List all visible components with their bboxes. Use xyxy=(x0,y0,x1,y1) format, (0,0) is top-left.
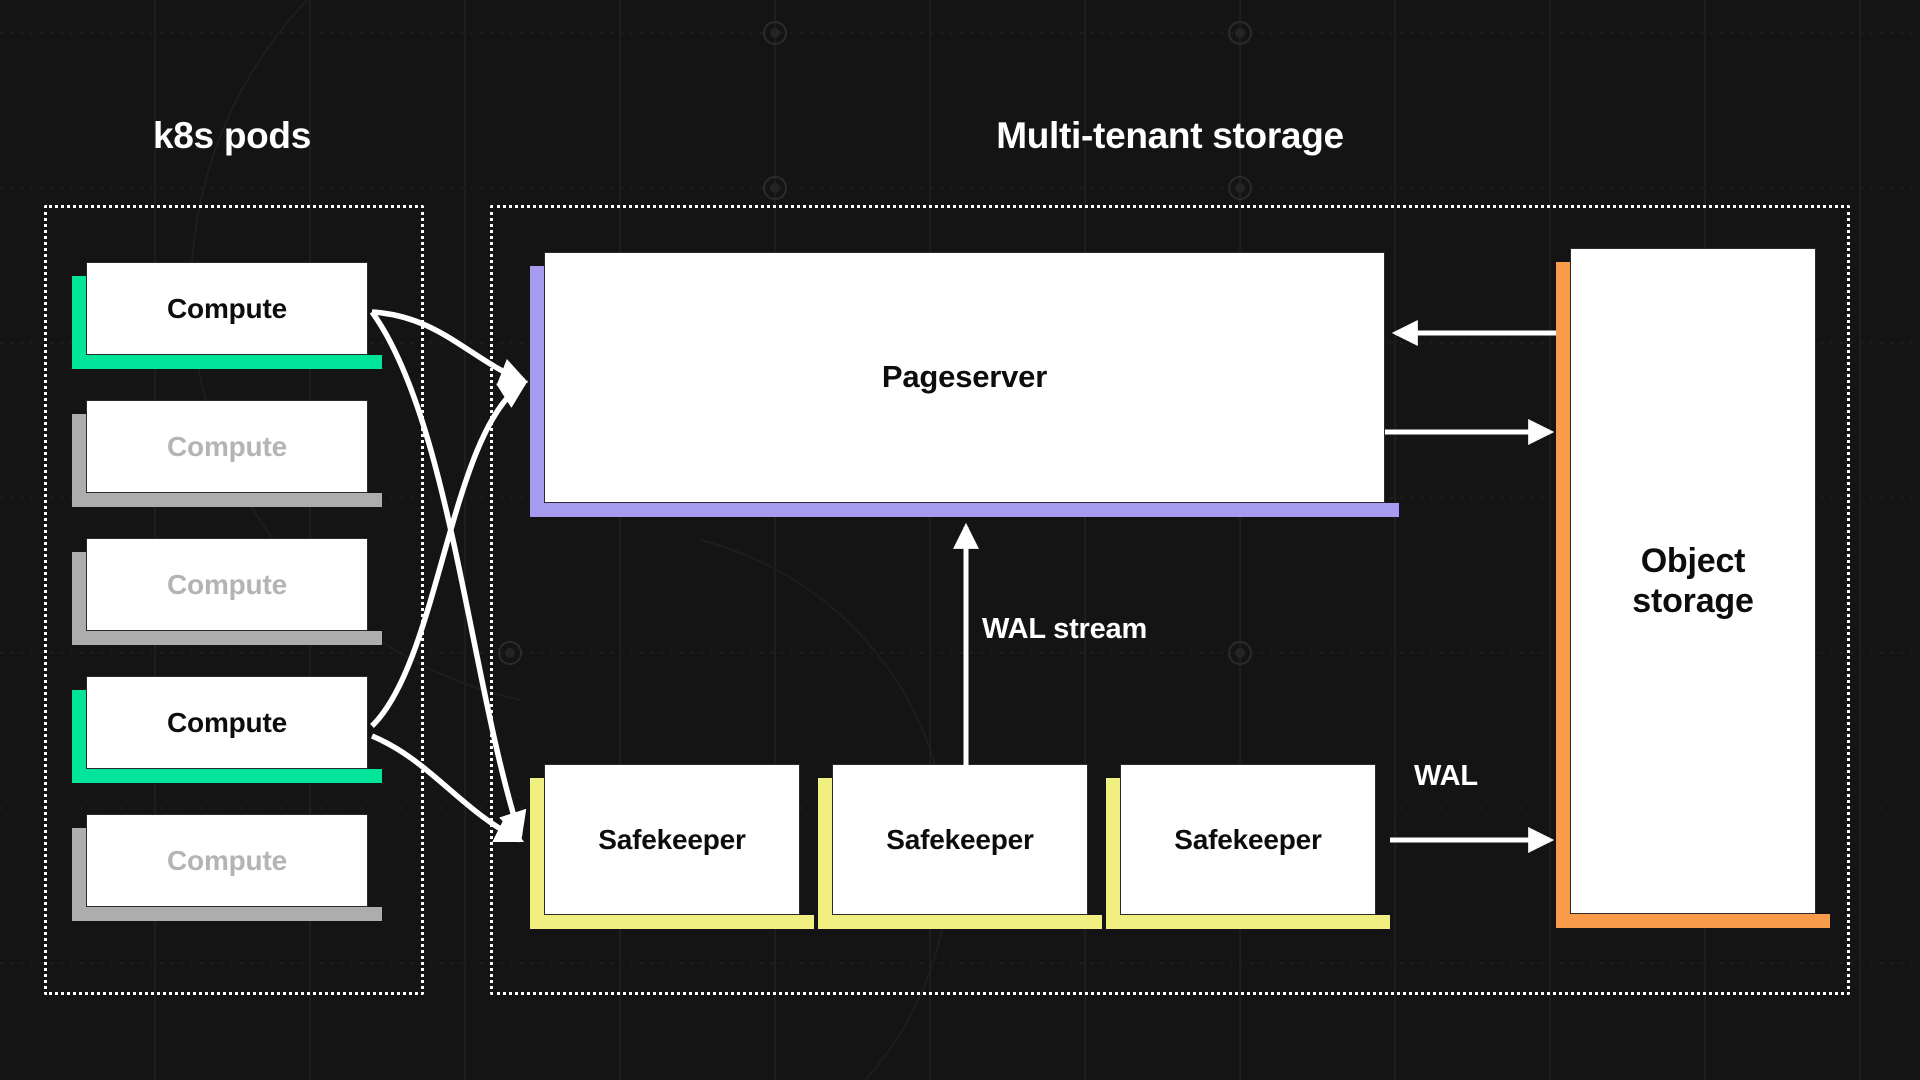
safekeeper-face: Safekeeper xyxy=(1120,764,1376,915)
compute-accent-horizontal xyxy=(72,493,382,507)
safekeeper-accent-horizontal xyxy=(818,915,1102,929)
pageserver-face: Pageserver xyxy=(544,252,1385,503)
compute-face: Compute xyxy=(86,538,368,631)
safekeeper-node-1[interactable]: Safekeeper xyxy=(530,764,814,929)
object-storage-node[interactable]: Object storage xyxy=(1556,248,1830,928)
compute-face: Compute xyxy=(86,400,368,493)
safekeeper-accent-vertical xyxy=(530,778,544,929)
object-storage-label-line1: Object xyxy=(1640,541,1746,580)
compute-face: Compute xyxy=(86,814,368,907)
compute-face: Compute xyxy=(86,676,368,769)
object-storage-accent-vertical xyxy=(1556,262,1570,928)
compute-node-4[interactable]: Compute xyxy=(72,676,382,783)
pageserver-node[interactable]: Pageserver xyxy=(530,252,1399,517)
compute-label: Compute xyxy=(167,292,287,324)
compute-accent-horizontal xyxy=(72,907,382,921)
compute-label: Compute xyxy=(167,430,287,462)
safekeeper-accent-horizontal xyxy=(530,915,814,929)
compute-accent-horizontal xyxy=(72,769,382,783)
object-storage-accent-horizontal xyxy=(1556,914,1830,928)
compute-label: Compute xyxy=(167,844,287,876)
safekeeper-face: Safekeeper xyxy=(832,764,1088,915)
compute-label: Compute xyxy=(167,706,287,738)
edge-label-wal-stream: WAL stream xyxy=(982,613,1148,645)
compute-accent-vertical xyxy=(72,552,86,645)
compute-accent-vertical xyxy=(72,276,86,369)
compute-accent-vertical xyxy=(72,828,86,921)
compute-accent-vertical xyxy=(72,690,86,783)
object-storage-label: Object storage xyxy=(1632,541,1754,621)
safekeeper-label: Safekeeper xyxy=(886,823,1034,855)
safekeeper-node-3[interactable]: Safekeeper xyxy=(1106,764,1390,929)
object-storage-label-line2: storage xyxy=(1632,582,1754,620)
compute-node-3[interactable]: Compute xyxy=(72,538,382,645)
compute-node-2[interactable]: Compute xyxy=(72,400,382,507)
pageserver-accent-horizontal xyxy=(530,503,1399,517)
safekeeper-label: Safekeeper xyxy=(1174,823,1322,855)
safekeeper-face: Safekeeper xyxy=(544,764,800,915)
edge-label-wal: WAL xyxy=(1414,760,1478,792)
compute-accent-horizontal xyxy=(72,355,382,369)
safekeeper-accent-vertical xyxy=(1106,778,1120,929)
compute-face: Compute xyxy=(86,262,368,355)
safekeeper-accent-vertical xyxy=(818,778,832,929)
compute-accent-vertical xyxy=(72,414,86,507)
safekeeper-node-2[interactable]: Safekeeper xyxy=(818,764,1102,929)
compute-node-5[interactable]: Compute xyxy=(72,814,382,921)
compute-label: Compute xyxy=(167,568,287,600)
pageserver-accent-vertical xyxy=(530,266,544,517)
group-title-multi-tenant-storage: Multi-tenant storage xyxy=(996,115,1344,156)
pageserver-label: Pageserver xyxy=(881,359,1048,395)
safekeeper-label: Safekeeper xyxy=(598,823,746,855)
safekeeper-accent-horizontal xyxy=(1106,915,1390,929)
compute-accent-horizontal xyxy=(72,631,382,645)
object-storage-face: Object storage xyxy=(1570,248,1816,914)
compute-node-1[interactable]: Compute xyxy=(72,262,382,369)
group-title-k8s-pods: k8s pods xyxy=(153,115,311,156)
